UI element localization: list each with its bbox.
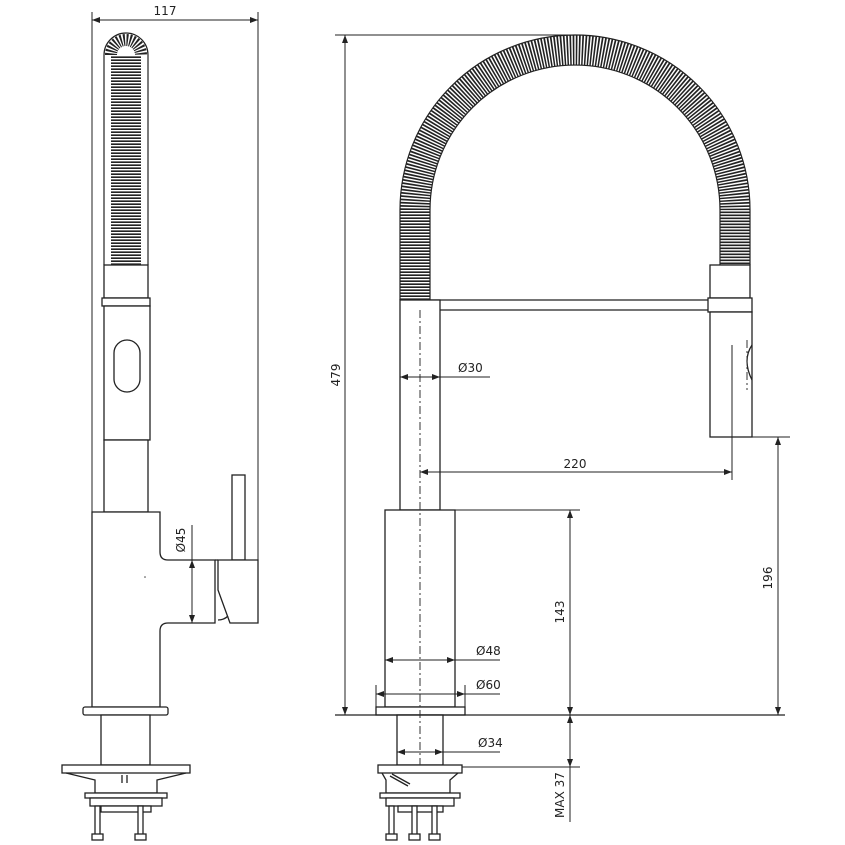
- side-body: [91, 511, 216, 708]
- side-shank: [100, 714, 151, 766]
- side-view: 117 Ø45: [61, 4, 259, 841]
- front-shank: [396, 714, 444, 766]
- hose-diameter-label: Ø30: [458, 361, 483, 375]
- handle-diameter-label: Ø45: [174, 528, 188, 553]
- front-spray-head: [709, 311, 753, 438]
- spray-button: [113, 339, 141, 393]
- front-hose-collar: [709, 264, 751, 299]
- front-hose: [399, 34, 751, 300]
- body-height-dimension-label: 143: [553, 601, 567, 624]
- side-base-plate: [82, 706, 169, 716]
- reach-dimension-label: 220: [564, 457, 587, 471]
- body-diameter-label: Ø48: [476, 644, 501, 658]
- handle-block: [217, 559, 259, 624]
- base-diameter-label: Ø60: [476, 678, 501, 692]
- front-mount-plate: [377, 764, 463, 774]
- max-thickness-dimension-label: MAX 37: [553, 772, 567, 818]
- side-mount-plate: [61, 764, 191, 774]
- front-view: 479 Ø30: [329, 34, 790, 841]
- handle-lever: [231, 474, 246, 561]
- spout-height-dimension-label: 196: [761, 567, 775, 590]
- height-dimension-label: 479: [329, 364, 343, 387]
- side-hose: [103, 32, 149, 265]
- shank-diameter-label: Ø34: [478, 736, 503, 750]
- side-hose-collar: [103, 264, 149, 299]
- width-dimension-label: 117: [154, 4, 177, 18]
